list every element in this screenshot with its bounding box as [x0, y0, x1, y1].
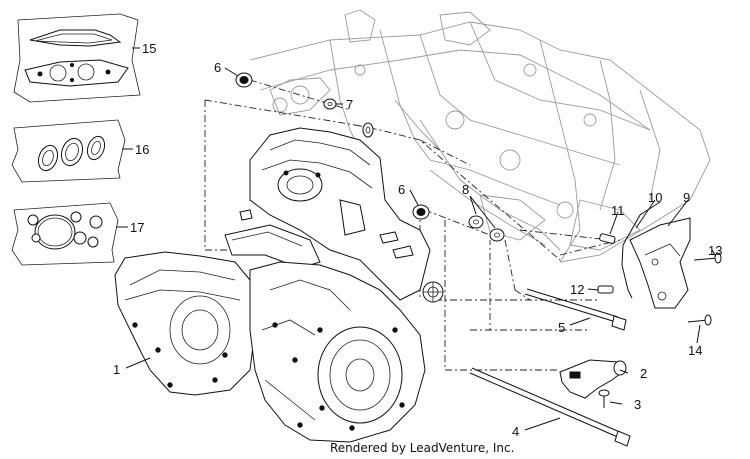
callout-13: 13 — [708, 243, 722, 258]
callout-5: 5 — [558, 320, 565, 335]
callout-2: 2 — [640, 366, 647, 381]
render-credit: Rendered by LeadVenture, Inc. — [330, 441, 514, 455]
washer-8-pair — [468, 215, 505, 242]
spring-10 — [621, 201, 661, 299]
bracket-2 — [559, 359, 627, 399]
grommet-6-upper — [235, 72, 253, 88]
callout-8: 8 — [462, 182, 469, 197]
callout-11: 11 — [611, 203, 625, 218]
callout-1: 1 — [113, 362, 120, 377]
washer-7-pair — [323, 98, 374, 138]
callout-6-lower: 6 — [398, 182, 405, 197]
bolt-14 — [687, 314, 712, 326]
long-bolt-4 — [469, 367, 631, 447]
engine-assembly — [114, 127, 444, 443]
callout-12: 12 — [570, 282, 584, 297]
long-bolt-5 — [524, 288, 627, 331]
chain-guide-bracket-9 — [629, 217, 691, 309]
pin-12 — [597, 285, 614, 294]
oil-seal-kit-16 — [11, 119, 126, 183]
callout-4: 4 — [512, 424, 519, 439]
frame-chassis-drawing — [249, 9, 711, 263]
bolt-13 — [693, 252, 722, 264]
o-ring-kit-17 — [11, 202, 119, 266]
callout-10: 10 — [648, 190, 662, 205]
callout-15: 15 — [142, 41, 156, 56]
screw-3 — [598, 389, 610, 408]
callout-7: 7 — [346, 97, 353, 112]
gasket-kit-15 — [13, 13, 141, 103]
callout-9: 9 — [683, 190, 690, 205]
callout-17: 17 — [130, 220, 144, 235]
grommet-6-lower — [412, 204, 430, 220]
callout-labels: 1 2 3 4 5 6 6 7 8 9 10 11 12 13 14 15 16… — [113, 41, 722, 439]
leader-lines — [116, 47, 717, 431]
callout-16: 16 — [135, 142, 149, 157]
callout-6-upper: 6 — [214, 60, 221, 75]
callout-14: 14 — [688, 343, 702, 358]
pin-11 — [599, 233, 616, 244]
callout-3: 3 — [634, 397, 641, 412]
